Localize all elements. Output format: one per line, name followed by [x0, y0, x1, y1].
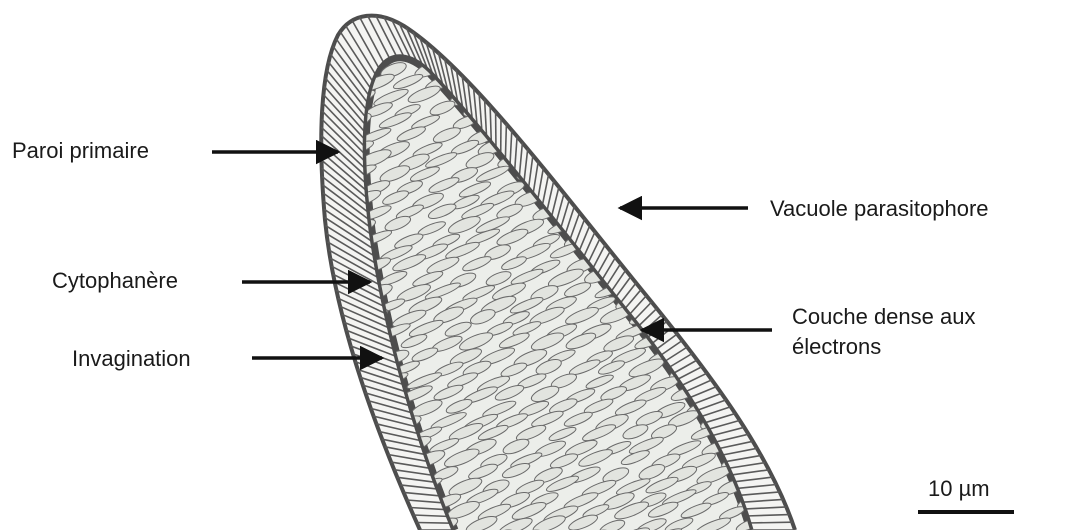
label-cytophanere: Cytophanère: [52, 266, 178, 296]
label-couche-dense-line1: Couche dense aux: [792, 302, 975, 332]
label-couche-dense-line2: électrons: [792, 332, 975, 362]
label-paroi-primaire: Paroi primaire: [12, 136, 149, 166]
label-couche-dense: Couche dense aux électrons: [792, 302, 975, 361]
label-vacuole-parasitophore: Vacuole parasitophore: [770, 194, 989, 224]
label-invagination: Invagination: [72, 344, 191, 374]
scale-bar-label: 10 µm: [928, 474, 990, 504]
